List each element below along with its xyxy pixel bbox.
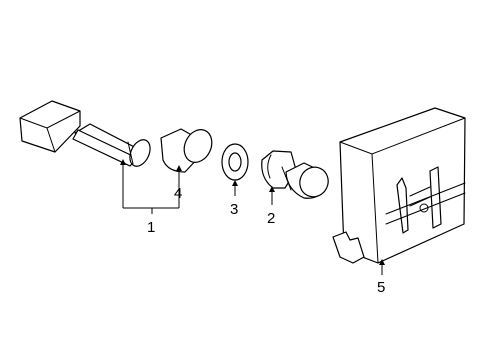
leader-lines <box>120 159 385 275</box>
washer-part[interactable] <box>221 143 249 181</box>
callout-2-label: 2 <box>267 210 275 227</box>
valve-cap-part[interactable] <box>160 125 217 173</box>
grommet-part[interactable] <box>261 150 333 202</box>
callout-5-label: 5 <box>377 279 385 296</box>
callout-4-label: 4 <box>174 185 182 202</box>
valve-stem-part[interactable] <box>19 100 154 169</box>
control-module-part[interactable] <box>332 107 466 264</box>
callout-3-label: 3 <box>230 201 238 218</box>
callout-1-label: 1 <box>147 219 155 236</box>
